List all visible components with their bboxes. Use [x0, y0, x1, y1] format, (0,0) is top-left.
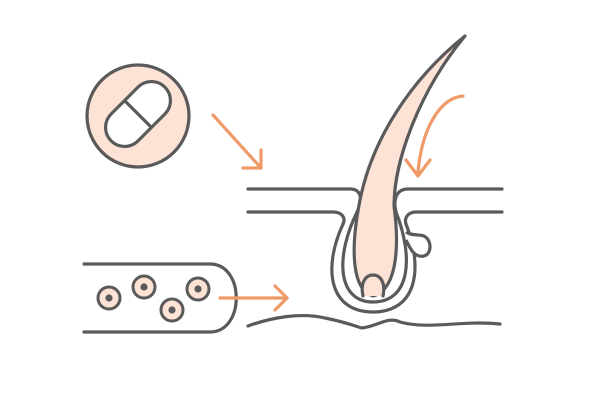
arrow-vessel-to-follicle — [218, 284, 289, 312]
tissue-boundary-line — [246, 314, 502, 330]
follicle-inner-sheath — [341, 208, 408, 304]
hair-follicle-cross-section — [330, 34, 467, 314]
blood-cell — [185, 276, 211, 302]
capsule-divider — [123, 99, 153, 129]
follicle-outer-sheath — [330, 222, 417, 314]
blood-cell — [96, 285, 122, 311]
arrow-curved-to-hair — [404, 94, 465, 178]
blood-vessel-with-cells — [82, 262, 238, 334]
capsule-pill-icon — [85, 63, 191, 169]
dermal-papilla — [360, 273, 386, 298]
blood-cell — [131, 274, 157, 300]
arrow-pill-to-skin — [211, 113, 263, 170]
blood-cell — [159, 297, 185, 323]
sebaceous-gland — [404, 230, 432, 258]
